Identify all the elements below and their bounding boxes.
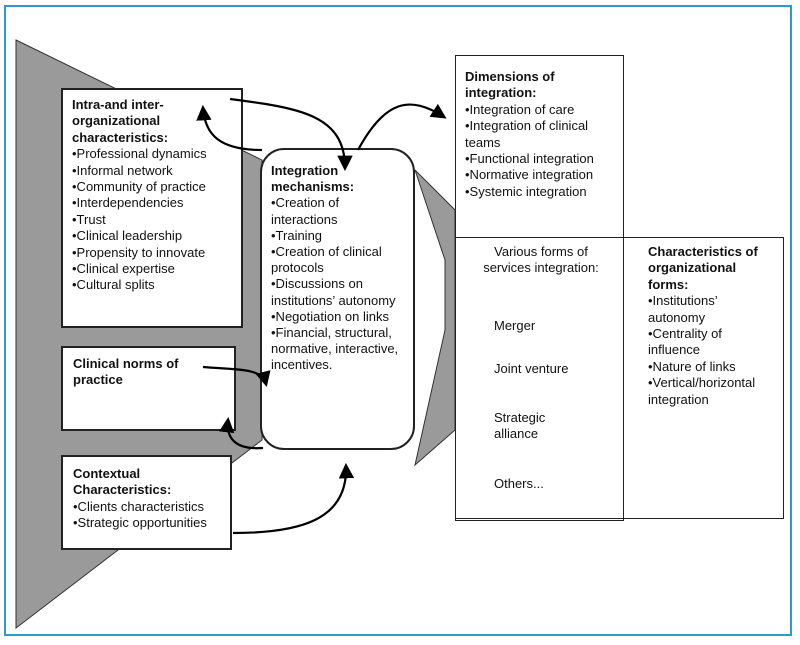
intra-item: •Clinical leadership [72, 228, 183, 244]
contextual-characteristics-box: Contextual Characteristics: •Clients cha… [61, 455, 232, 550]
intra-item: •Interdependencies [72, 195, 184, 211]
org-line: •Institutions’ [648, 293, 718, 309]
funnel-arrow-shape [414, 169, 456, 467]
org-line: integration [648, 391, 709, 407]
dimensions-of-integration-box: Dimensions of integration: •Integration … [455, 55, 624, 521]
mech-line: incentives. [271, 357, 333, 373]
dims-line: •Functional integration [465, 151, 594, 167]
cube-joint-venture-label: Joint venture [494, 361, 569, 376]
org-title-line3: forms: [648, 276, 689, 292]
dims-title-line1: Dimensions of [465, 69, 555, 84]
mech-line: interactions [271, 211, 338, 227]
contextual-item: •Strategic opportunities [73, 515, 207, 531]
characteristics-of-forms: Characteristics of organizational forms:… [648, 244, 782, 408]
mech-line: institutions’ autonomy [271, 292, 396, 308]
intra-item: •Cultural splits [72, 277, 155, 293]
various-forms-line1: Various forms of [494, 244, 588, 259]
mech-title-line1: Integration [271, 163, 339, 178]
cube-strategic-label-line2: alliance [494, 426, 539, 441]
dims-line: •Systemic integration [465, 183, 587, 199]
org-line: influence [648, 342, 701, 358]
org-line: •Centrality of [648, 326, 722, 342]
intra-item: •Trust [72, 211, 106, 227]
intra-item: •Informal network [72, 162, 173, 178]
clinical-title-line2: practice [73, 372, 123, 388]
figure-frame [4, 5, 792, 636]
org-title-line2: organizational [648, 260, 737, 276]
intra-item: •Clinical expertise [72, 261, 175, 277]
dims-line: teams [465, 134, 501, 150]
clinical-title-line1: Clinical norms of [73, 356, 179, 371]
cube-others-label: Others... [494, 476, 544, 491]
integration-mechanisms-box: Integration mechanisms: •Creation of int… [260, 148, 415, 450]
mech-line: •Creation of clinical [271, 244, 382, 260]
org-line: •Vertical/horizontal [648, 375, 756, 391]
intra-item: •Community of practice [72, 179, 206, 195]
intra-title-line3: characteristics: [72, 129, 169, 145]
mech-line: •Financial, structural, [271, 325, 392, 341]
contextual-title-line2: Characteristics: [73, 482, 172, 498]
mech-line: •Training [271, 227, 323, 243]
dims-line: •Normative integration [465, 167, 594, 183]
mech-line: •Discussions on [271, 276, 363, 292]
various-forms-label: Various forms of services integration: [466, 244, 616, 277]
mech-line: protocols [271, 260, 324, 276]
org-title-line1: Characteristics of [648, 244, 758, 259]
cube-strategic-label-line1: Strategic [494, 410, 546, 425]
mech-line: •Negotiation on links [271, 308, 390, 324]
intra-item: •Propensity to innovate [72, 244, 206, 260]
mech-line: normative, interactive, [271, 341, 399, 357]
intra-title-line2: organizational [72, 113, 161, 129]
mech-line: •Creation of [271, 195, 340, 211]
clinical-norms-box: Clinical norms of practice [61, 346, 236, 431]
contextual-title-line1: Contextual [73, 466, 141, 481]
mech-title-line2: mechanisms: [271, 179, 355, 195]
dims-line: •Integration of care [465, 101, 575, 117]
cube-merger-label: Merger [494, 318, 536, 333]
contextual-item: •Clients characteristics [73, 498, 204, 514]
org-line: •Nature of links [648, 358, 736, 374]
dims-line: •Integration of clinical [465, 118, 589, 134]
intra-item: •Professional dynamics [72, 146, 207, 162]
intra-title-line1: Intra-and inter- [72, 97, 164, 112]
dims-title-line2: integration: [465, 85, 537, 101]
org-line: autonomy [648, 309, 706, 325]
organizational-forms-box [455, 237, 784, 519]
intra-inter-organizational-box: Intra-and inter- organizational characte… [61, 88, 243, 328]
various-forms-line2: services integration: [483, 260, 599, 276]
